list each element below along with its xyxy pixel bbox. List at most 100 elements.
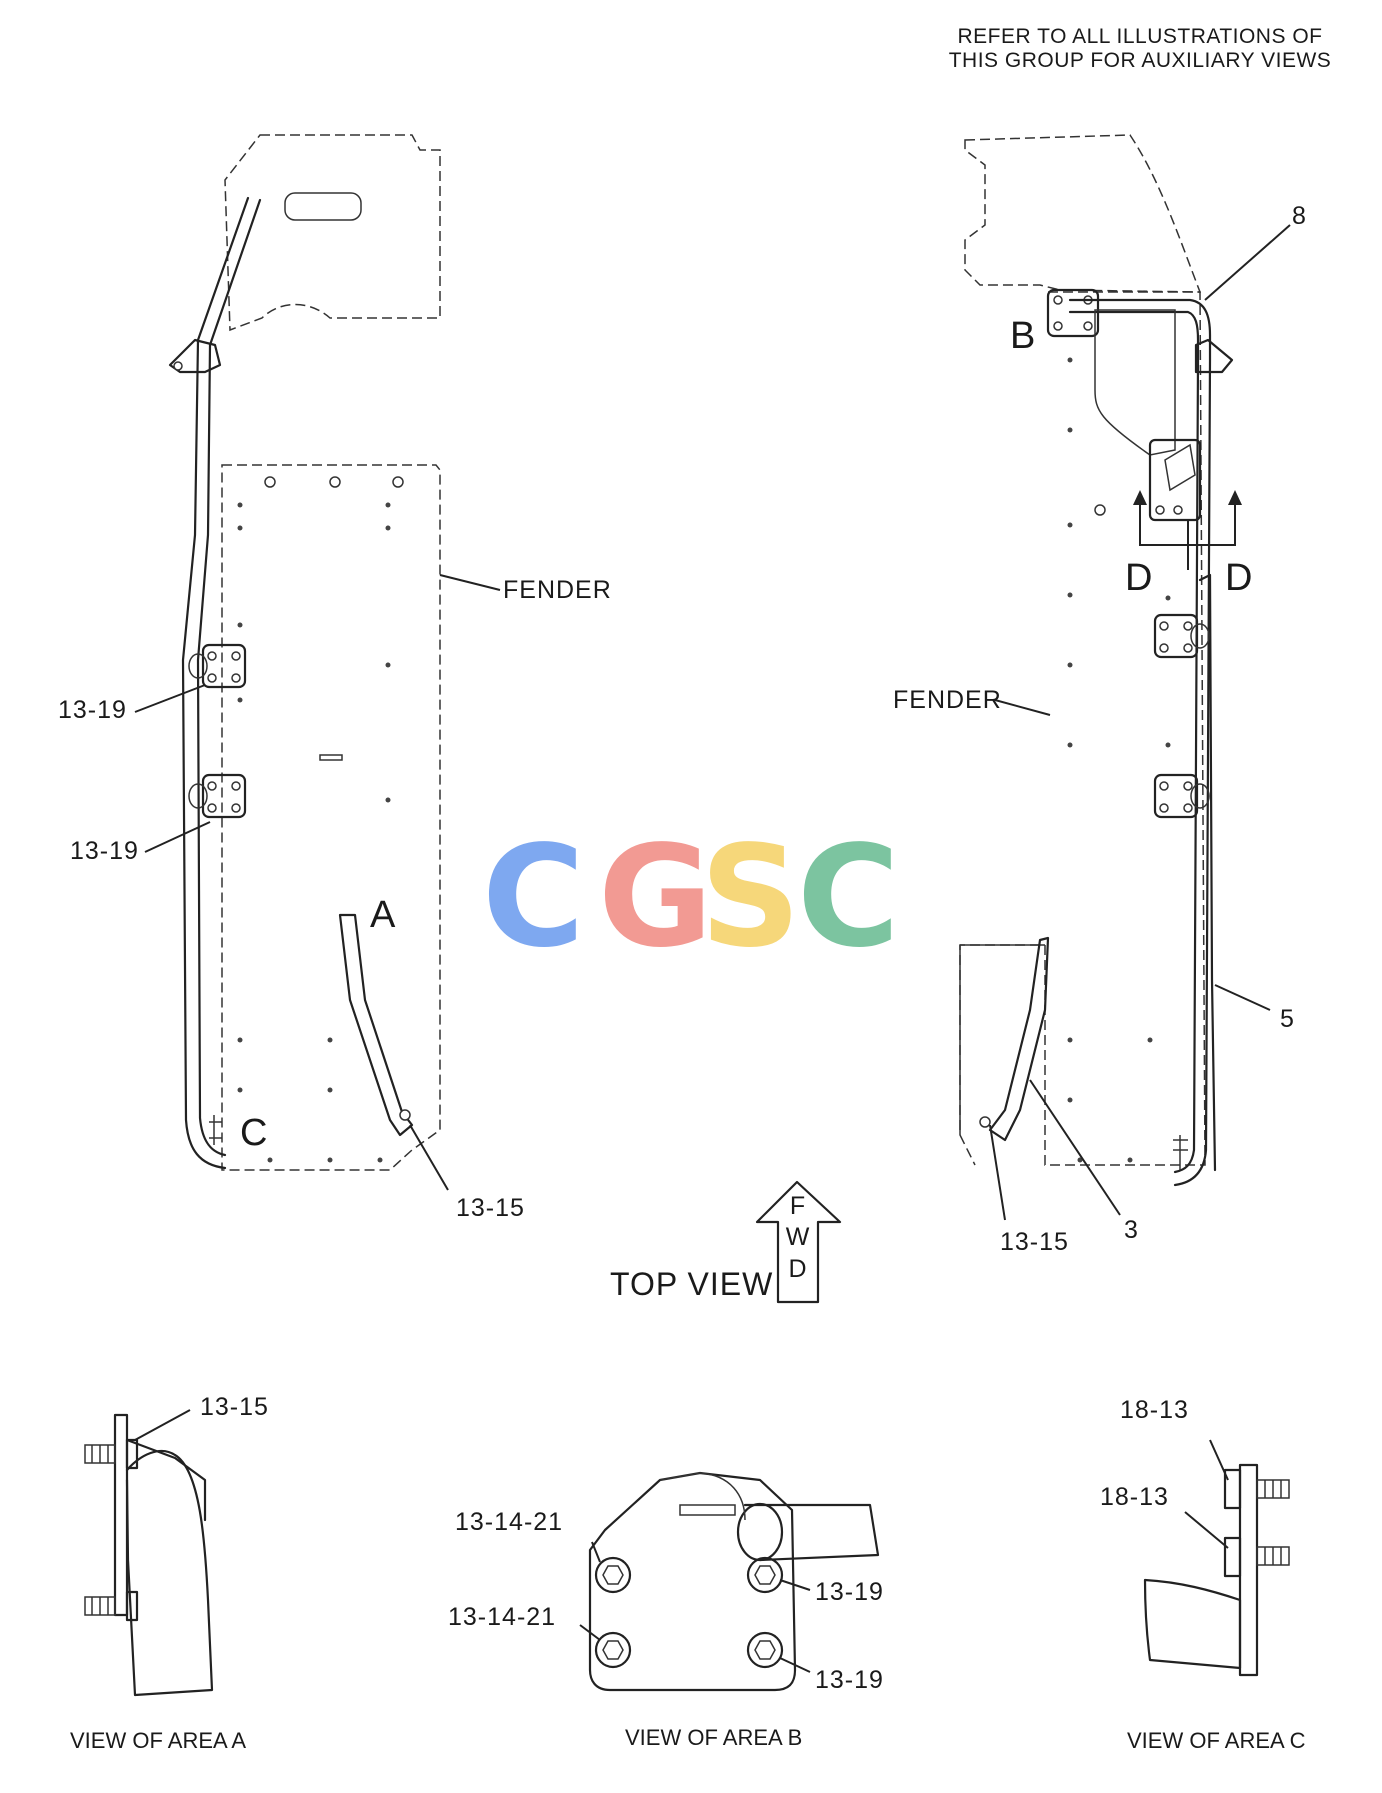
area-c-bolt-upper [1223,1468,1290,1510]
left-fender-plate [221,464,441,1171]
left-step-handle [338,913,414,1137]
right-callout-3-leader [1029,1079,1121,1216]
area-c-leader-1 [1209,1439,1229,1481]
fwd-arrow-shape [755,1180,842,1304]
area-b-tube [743,1503,880,1562]
left-clamp-2 [188,773,247,819]
area-b-detail: 13-14-21 13-14-21 13-19 13-19 VIEW OF AR… [448,1471,884,1750]
right-callout-8: 8 [1292,202,1307,230]
left-fender-leader [439,574,501,591]
left-callout-13-19-lower: 13-19 [70,837,139,865]
right-callout-5: 5 [1280,1005,1295,1033]
section-letter-d-right: D [1225,557,1252,599]
right-side-view: B D D 8 FENDER 5 [893,134,1307,1256]
watermark-letter-s: S [700,816,801,979]
area-a-callout-leader [134,1409,191,1441]
area-letter-b: B [1010,315,1035,357]
left-handrail [181,196,250,1170]
area-c-callout-18-13-upper: 18-13 [1120,1396,1189,1424]
right-hose-route [1094,309,1176,456]
area-a-bolt-lower [84,1590,139,1622]
area-c-bolt-lower [1223,1536,1290,1578]
right-clamp-1 [1153,613,1210,659]
area-b-boss [659,1472,746,1521]
area-b-plate [588,1471,797,1692]
area-letter-c: C [240,1112,267,1154]
right-callout-13-15-leader [989,1124,1006,1221]
area-b-leader-3 [779,1579,811,1591]
right-callout-13-15: 13-15 [1000,1228,1069,1256]
right-callout-3: 3 [1124,1216,1139,1244]
right-mount-plate [1148,438,1202,522]
area-b-callout-13-14-21-lower: 13-14-21 [448,1603,556,1631]
right-lower-bracket [1173,1135,1188,1170]
top-view-title: TOP VIEW [610,1266,773,1302]
fwd-letter-f: F [790,1192,806,1220]
note-line-1: REFER TO ALL ILLUSTRATIONS OF [958,25,1323,48]
right-fender-lower-box [959,944,1045,1135]
right-clamp-2 [1153,773,1210,819]
area-a-callout-13-15: 13-15 [200,1393,269,1421]
right-upper-mount [1194,338,1234,374]
area-b-leader-2 [579,1624,601,1641]
left-cab-window [284,192,362,221]
reference-note: REFER TO ALL ILLUSTRATIONS OF THIS GROUP… [949,25,1332,72]
right-rail-5 [1198,573,1217,1172]
area-a-handle [125,1449,214,1697]
right-cab-panel [964,134,1202,293]
fwd-arrow: F W D [755,1180,842,1304]
area-a-plate [113,1413,129,1617]
right-handrail-8-inner [1068,310,1200,1174]
left-c-bracket [209,1115,222,1145]
left-fender-label: FENDER [503,576,612,604]
left-clamp-1 [188,643,247,689]
area-a-detail: 13-15 VIEW OF AREA A [70,1393,269,1753]
section-letter-d-left: D [1125,557,1152,599]
watermark-letter-g: G [598,816,713,979]
right-callout-8-leader [1204,224,1291,301]
left-callout-2-leader [144,821,211,853]
area-b-tube-end [736,1502,784,1562]
area-c-detail: 18-13 18-13 VIEW OF AREA C [1100,1396,1306,1753]
area-b-leader-4 [779,1657,811,1673]
note-line-2: THIS GROUP FOR AUXILIARY VIEWS [949,49,1332,72]
watermark-letter-c2: C [797,816,900,979]
right-fender-holes [1067,357,1171,1163]
area-b-slot [679,1504,736,1516]
area-b-callout-13-14-21-upper: 13-14-21 [455,1508,563,1536]
area-a-caption: VIEW OF AREA A [70,1728,246,1753]
left-callout-1-leader [134,684,206,713]
area-b-caption: VIEW OF AREA B [625,1725,802,1750]
cgsc-watermark: C G S C [482,816,900,979]
fwd-letter-w: W [786,1223,811,1251]
watermark-letter-c1: C [482,816,585,979]
area-b-leader-1 [591,1541,601,1563]
area-c-leader-2 [1184,1511,1229,1549]
left-callout-13-15: 13-15 [456,1194,525,1222]
left-cab-panel [224,134,441,332]
section-cut-d [1133,490,1242,570]
right-step-handle-3 [988,936,1050,1142]
left-side-view: A C FENDER 13-19 13-19 13-15 [58,134,612,1222]
area-b-bolts [594,1556,784,1669]
area-a-bolt-upper [84,1438,139,1470]
left-callout-3-leader [409,1124,449,1191]
right-fender-leader [994,699,1051,716]
left-fender-holes [237,476,404,1163]
area-letter-a: A [370,894,396,936]
right-callout-5-leader [1214,984,1271,1011]
left-handrail-inner [196,198,262,1157]
left-upper-mount [168,338,222,374]
area-c-plate [1238,1463,1259,1677]
right-fender-label: FENDER [893,686,1002,714]
area-b-callout-13-19-lower: 13-19 [815,1666,884,1694]
area-a-bracket [125,1438,207,1522]
right-handrail-8 [1068,298,1212,1187]
area-b-callout-13-19-upper: 13-19 [815,1578,884,1606]
area-c-step [1143,1578,1242,1670]
right-fender-plate [959,291,1206,1166]
area-c-callout-18-13-lower: 18-13 [1100,1483,1169,1511]
fwd-letter-d: D [788,1255,807,1283]
left-callout-13-19-upper: 13-19 [58,696,127,724]
